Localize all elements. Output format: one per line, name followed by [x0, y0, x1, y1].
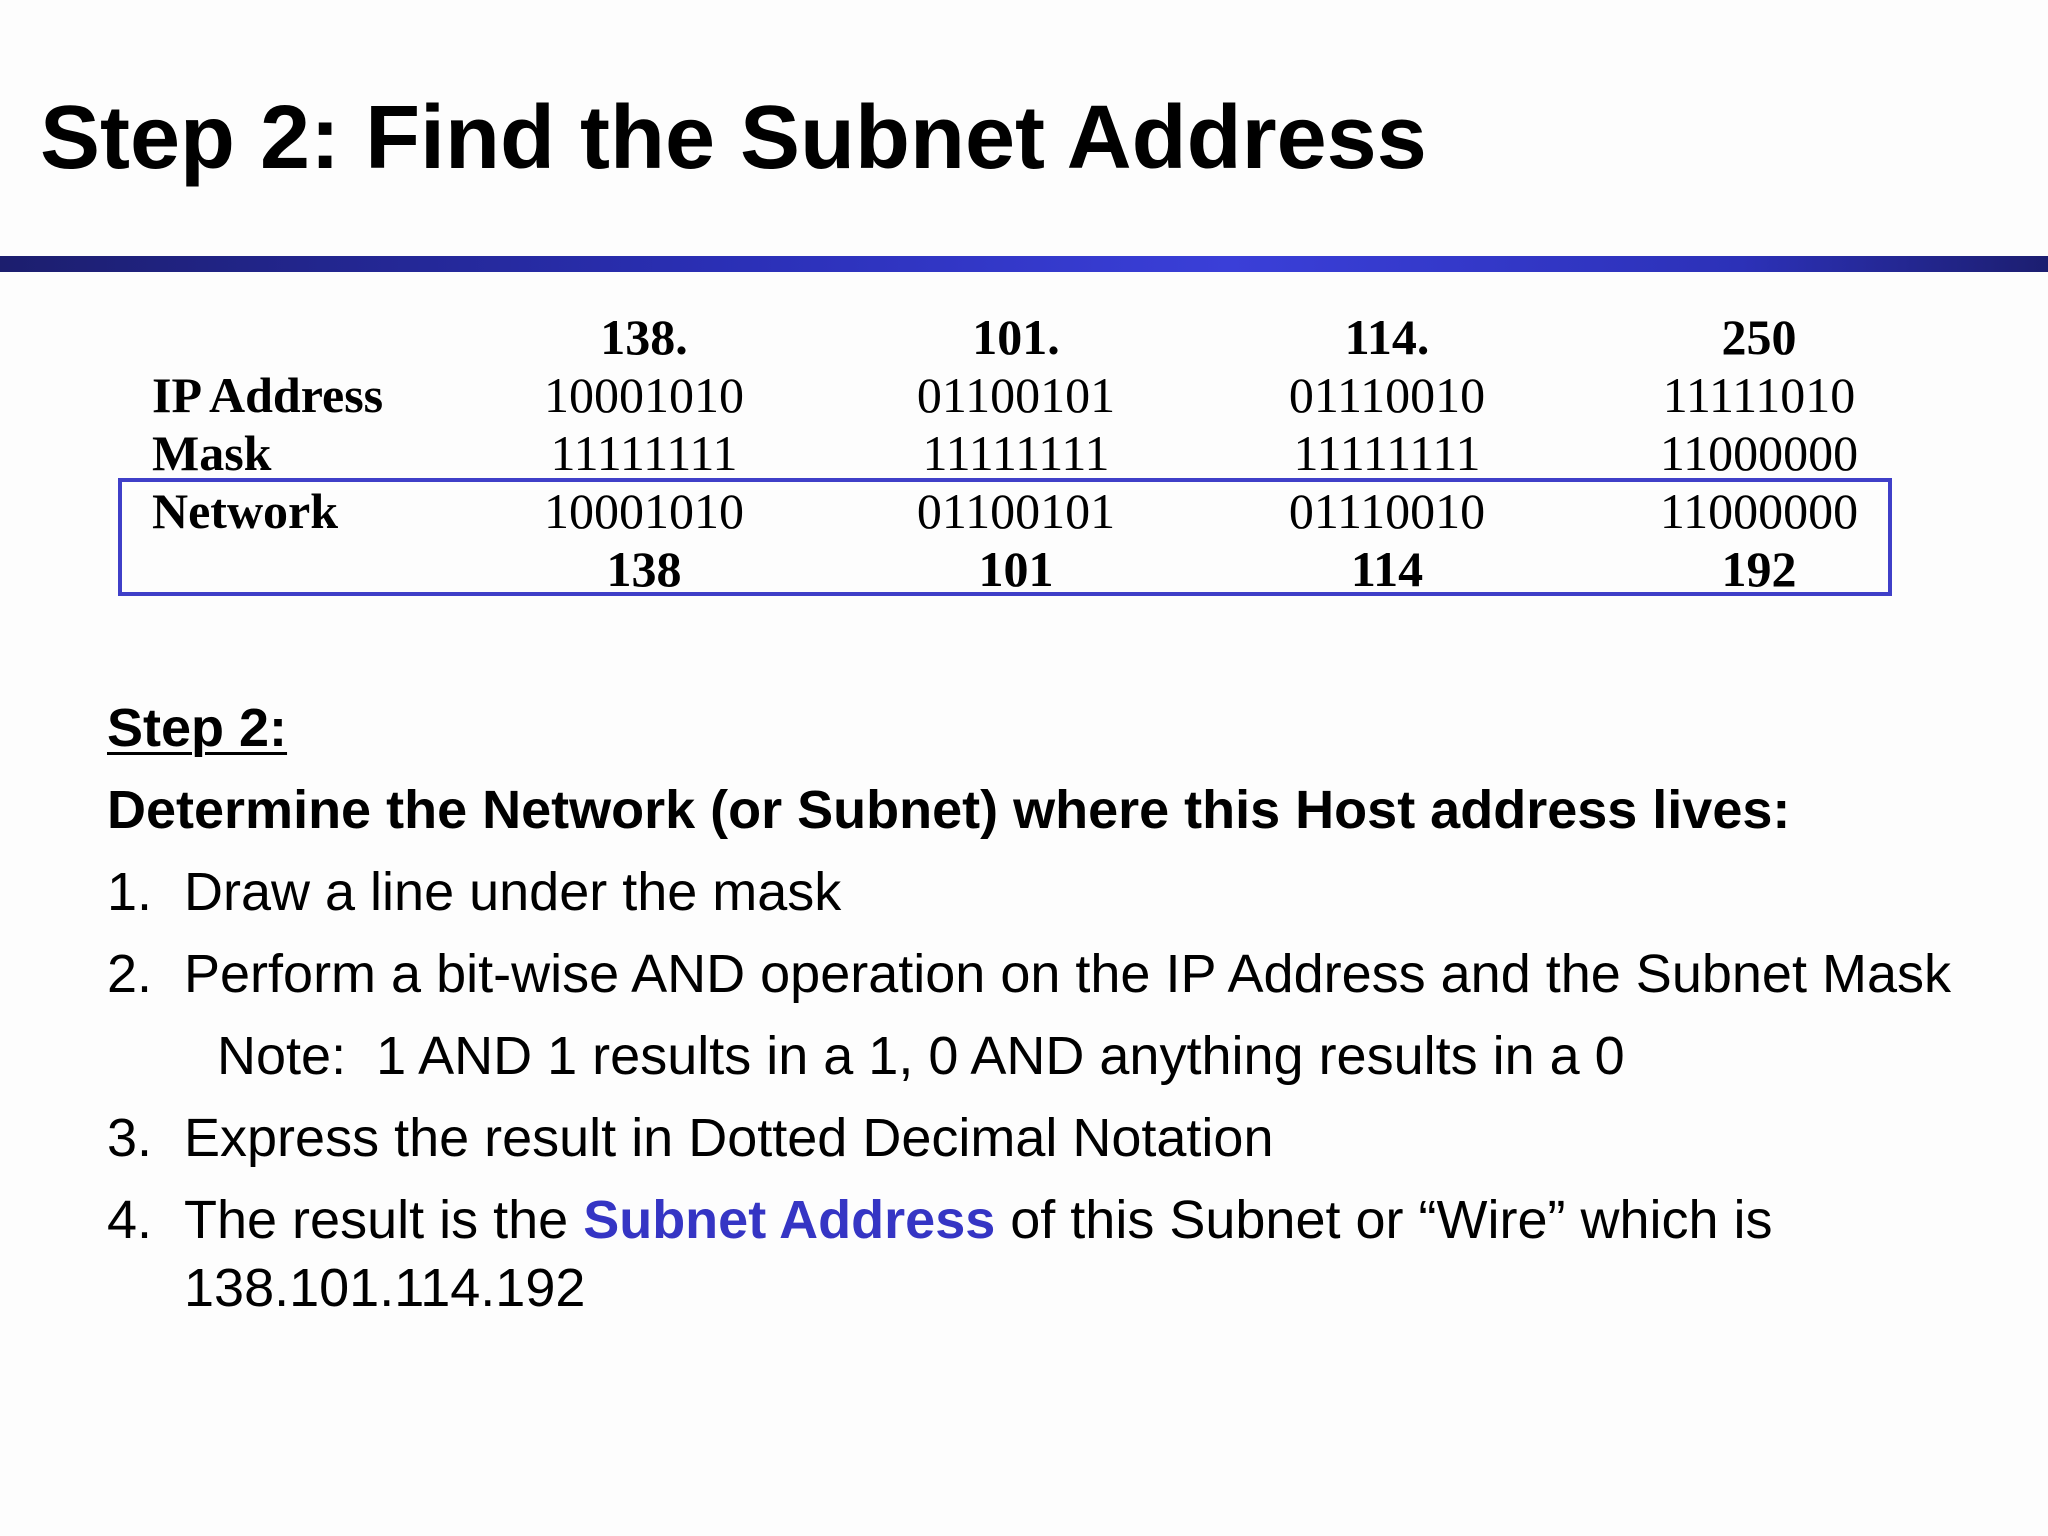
row-label-ip-address: IP Address	[152, 367, 384, 423]
result-octet: 114	[1350, 541, 1424, 597]
binary-octet: 10001010	[544, 483, 744, 539]
step-number: 3.	[107, 1108, 153, 1168]
row-label-network: Network	[152, 483, 339, 539]
mask-octet: 11111111	[1293, 425, 1481, 481]
mask-octet: 11000000	[1659, 425, 1859, 481]
step-heading: Step 2:	[107, 698, 288, 758]
step-text-before: The result is the	[184, 1190, 584, 1250]
step-number: 4.	[107, 1190, 153, 1250]
step-text-after: of this Subnet or “Wire” which is 138.10…	[184, 1190, 1773, 1318]
subnet-calculation-table: 138. 101. 114. 250 IP Address 10001010 0…	[0, 0, 2048, 620]
ip-address-row: IP Address 10001010 01100101 01110010 11…	[0, 366, 2048, 424]
binary-octet: 01100101	[916, 367, 1116, 423]
result-octet: 138	[606, 541, 682, 597]
row-label-mask: Mask	[152, 425, 272, 481]
step-list: 1. Draw a line under the mask 2. Perform…	[107, 858, 1987, 1322]
network-row: Network 10001010 01100101 01110010 11000…	[0, 482, 2048, 540]
binary-octet: 01100101	[916, 483, 1116, 539]
step-item: 3. Express the result in Dotted Decimal …	[107, 1104, 1987, 1172]
result-octet: 101	[978, 541, 1054, 597]
step-explanation: Step 2: Determine the Network (or Subnet…	[107, 694, 1987, 1336]
octet-header: 138.	[600, 309, 688, 365]
octet-header: 101.	[972, 309, 1060, 365]
binary-octet: 01110010	[1288, 367, 1486, 423]
step-description: Determine the Network (or Subnet) where …	[107, 780, 1791, 840]
mask-octet-cell: 11111111	[524, 424, 764, 482]
result-octet: 192	[1721, 541, 1797, 597]
step-number: 2.	[107, 944, 153, 1004]
mask-octet-cell: 11111111	[1267, 424, 1507, 482]
binary-octet: 11111010	[1662, 367, 1856, 423]
mask-octet-cell: 11111111	[896, 424, 1136, 482]
mask-octet: 11111111	[922, 425, 1110, 481]
step-text: Express the result in Dotted Decimal Not…	[184, 1108, 1274, 1168]
step-item: 1. Draw a line under the mask	[107, 858, 1987, 926]
mask-row: Mask 11111111 11111111 11111111 11000000	[0, 424, 2048, 482]
network-result-highlight-box	[118, 478, 1892, 596]
slide-title: Step 2: Find the Subnet Address	[40, 88, 1427, 188]
title-divider	[0, 256, 2048, 272]
step-text: Draw a line under the mask	[184, 862, 842, 922]
step-item: 4. The result is the Subnet Address of t…	[107, 1186, 1987, 1322]
step-text: Perform a bit-wise AND operation on the …	[184, 944, 1951, 1004]
step-note: Note: 1 AND 1 results in a 1, 0 AND anyt…	[217, 1026, 1625, 1086]
binary-octet: 10001010	[544, 367, 744, 423]
binary-octet: 11000000	[1659, 483, 1859, 539]
octet-header: 114.	[1344, 309, 1430, 365]
step-number: 1.	[107, 862, 153, 922]
subnet-address-highlight: Subnet Address	[583, 1190, 996, 1250]
mask-octet: 11111111	[550, 425, 738, 481]
step-item: 2. Perform a bit-wise AND operation on t…	[107, 940, 1987, 1008]
result-row: 138 101 114 192	[0, 540, 2048, 598]
octet-header-row: 138. 101. 114. 250	[0, 308, 2048, 366]
octet-header: 250	[1721, 309, 1797, 365]
mask-octet-cell: 11000000	[1639, 424, 1879, 482]
binary-octet: 01110010	[1288, 483, 1486, 539]
